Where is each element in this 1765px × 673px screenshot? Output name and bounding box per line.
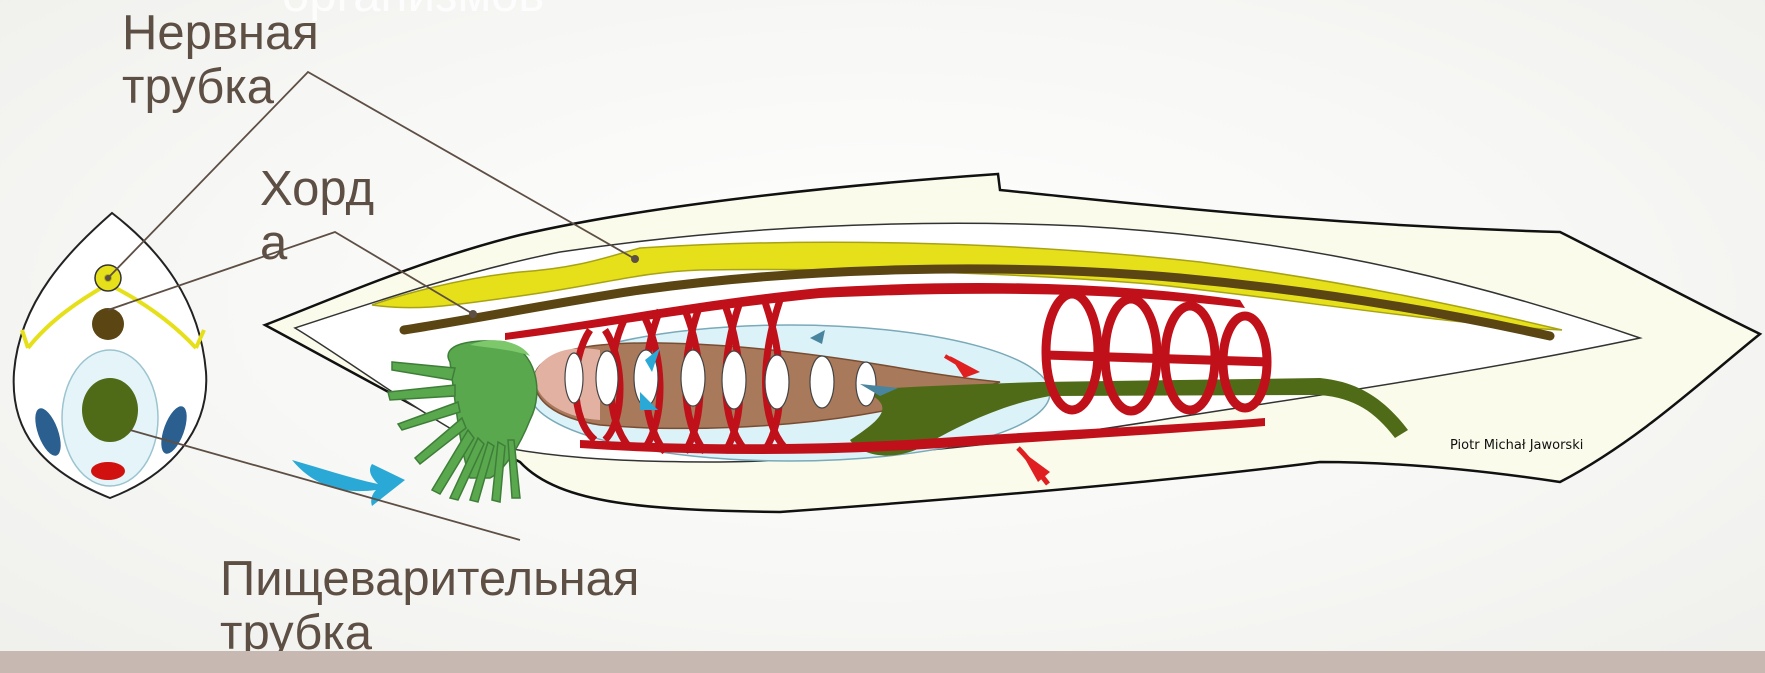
- cross-section: [14, 213, 207, 498]
- lancelet-oral-tentacles: [388, 340, 537, 502]
- footer-bar: [0, 651, 1765, 673]
- cross-section-gut: [82, 378, 138, 442]
- label-neural-tube: Нервная трубка: [122, 6, 319, 114]
- label-digestive-tube: Пищеварительная трубка: [220, 552, 639, 660]
- cross-section-chorda: [92, 308, 124, 340]
- lancelet: [265, 174, 1760, 512]
- cross-section-vessel: [91, 462, 125, 480]
- water-inflow-arrow: [292, 460, 405, 506]
- top-caption: организмов: [282, 0, 544, 22]
- label-chorda: Хорд а: [260, 162, 374, 270]
- image-credit: Piotr Michał Jaworski: [1450, 438, 1583, 453]
